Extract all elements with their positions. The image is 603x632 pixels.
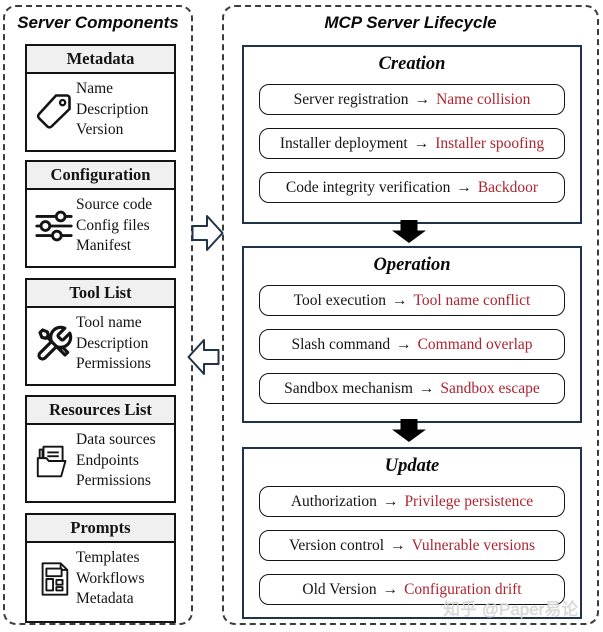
row-label: Code integrity verification <box>285 178 451 196</box>
component-item: Description <box>76 100 149 118</box>
component-item: Config files <box>76 216 150 234</box>
row-label: Version control <box>288 536 385 554</box>
arrow-glyph: → <box>396 335 412 353</box>
template-icon <box>32 559 76 599</box>
tools-icon <box>32 324 76 364</box>
component-item: Endpoints <box>76 451 139 469</box>
lifecycle-row: Code integrity verification → Backdoor <box>259 172 565 203</box>
component-item: Permissions <box>76 472 151 489</box>
component-item: Name <box>76 80 114 97</box>
lifecycle-row: Installer deployment → Installer spoofin… <box>259 128 565 159</box>
component-item: Description <box>76 334 149 352</box>
component-header: Configuration <box>27 162 174 190</box>
row-label: Slash command <box>291 335 391 353</box>
arrow-glyph: → <box>390 536 406 554</box>
component-box-resources-list: Resources List Data sources Endpoints Pe… <box>25 395 176 503</box>
component-item: Source code <box>76 196 153 213</box>
component-item: Manifest <box>76 237 132 254</box>
arrow-glyph: → <box>456 178 472 196</box>
arrow-glyph: → <box>413 134 430 152</box>
component-body: Name Description Version <box>27 74 174 146</box>
component-items: Data sources Endpoints Permissions <box>76 430 156 492</box>
flow-arrow-down-icon <box>392 220 426 248</box>
component-items: Source code Config files Manifest <box>76 195 152 257</box>
component-item: Metadata <box>76 590 134 607</box>
component-body: Tool name Description Permissions <box>27 308 174 380</box>
lifecycle-row: Slash command → Command overlap <box>259 329 565 360</box>
component-header: Prompts <box>27 515 174 543</box>
risk-label: Command overlap <box>417 335 533 353</box>
phase-title: Creation <box>378 54 446 74</box>
left-panel-title: Server Components <box>17 13 179 32</box>
component-box-prompts: Prompts Templates Workflows Meta <box>25 513 176 623</box>
arrow-glyph: → <box>418 379 435 397</box>
lifecycle-row: Tool execution → Tool name conflict <box>259 285 565 316</box>
risk-label: Privilege persistence <box>404 492 534 510</box>
arrow-glyph: → <box>414 90 431 108</box>
risk-label: Tool name conflict <box>413 291 531 309</box>
component-header: Metadata <box>27 46 174 74</box>
watermark: 知乎 @Paper易论 <box>443 600 579 619</box>
flow-arrow-down-icon <box>392 419 426 447</box>
lifecycle-row: Authorization → Privilege persistence <box>259 486 565 517</box>
risk-label: Vulnerable versions <box>411 536 536 554</box>
component-box-configuration: Configuration Source code Config files <box>25 160 176 268</box>
lifecycle-row: Server registration → Name collision <box>259 84 565 115</box>
sliders-icon <box>32 206 76 246</box>
risk-label: Sandbox escape <box>440 379 540 397</box>
component-item: Permissions <box>76 355 151 372</box>
phase-box-creation: Creation Server registration → Name coll… <box>242 45 582 224</box>
component-item: Tool name <box>76 314 142 331</box>
lifecycle-row: Sandbox mechanism → Sandbox escape <box>259 373 565 404</box>
lifecycle-row: Old Version → Configuration drift <box>259 574 565 605</box>
server-components-panel: Server Components Metadata Name Descript… <box>3 5 193 625</box>
phase-box-update: Update Authorization → Privilege persist… <box>242 447 582 619</box>
component-body: Source code Config files Manifest <box>27 190 174 262</box>
component-item: Workflows <box>76 569 145 587</box>
phase-title: Update <box>384 456 440 476</box>
arrow-glyph: → <box>382 492 399 510</box>
component-items: Tool name Description Permissions <box>76 313 151 375</box>
component-items: Templates Workflows Metadata <box>76 548 145 610</box>
row-label: Tool execution <box>293 291 386 309</box>
flow-arrow-right-icon <box>191 214 224 257</box>
component-item: Data sources <box>76 431 156 448</box>
row-label: Server registration <box>293 90 409 108</box>
lifecycle-row: Version control → Vulnerable versions <box>259 530 565 561</box>
component-header: Resources List <box>27 397 174 425</box>
component-item: Templates <box>76 549 140 566</box>
risk-label: Backdoor <box>477 178 539 196</box>
component-items: Name Description Version <box>76 79 148 141</box>
arrow-glyph: → <box>391 291 408 309</box>
row-label: Sandbox mechanism <box>284 379 413 397</box>
arrow-glyph: → <box>382 580 399 598</box>
row-label: Installer deployment <box>279 134 408 152</box>
mcp-lifecycle-panel: MCP Server Lifecycle Creation Server reg… <box>222 5 599 625</box>
row-label: Authorization <box>290 492 377 510</box>
risk-label: Configuration drift <box>404 580 522 598</box>
risk-label: Name collision <box>436 90 531 108</box>
right-panel-title: MCP Server Lifecycle <box>324 13 497 32</box>
phase-title: Operation <box>373 255 451 275</box>
phase-box-operation: Operation Tool execution → Tool name con… <box>242 246 582 423</box>
component-box-tool-list: Tool List Tool name Description Permissi… <box>25 278 176 386</box>
row-label: Old Version <box>302 580 377 598</box>
flow-arrow-left-icon <box>187 338 220 381</box>
component-body: Templates Workflows Metadata <box>27 543 174 615</box>
component-body: Data sources Endpoints Permissions <box>27 425 174 497</box>
risk-label: Installer spoofing <box>435 134 545 152</box>
folder-documents-icon <box>32 441 76 481</box>
tag-icon <box>32 90 76 130</box>
component-item: Version <box>76 121 124 138</box>
component-box-metadata: Metadata Name Description Version <box>25 44 176 152</box>
component-header: Tool List <box>27 280 174 308</box>
